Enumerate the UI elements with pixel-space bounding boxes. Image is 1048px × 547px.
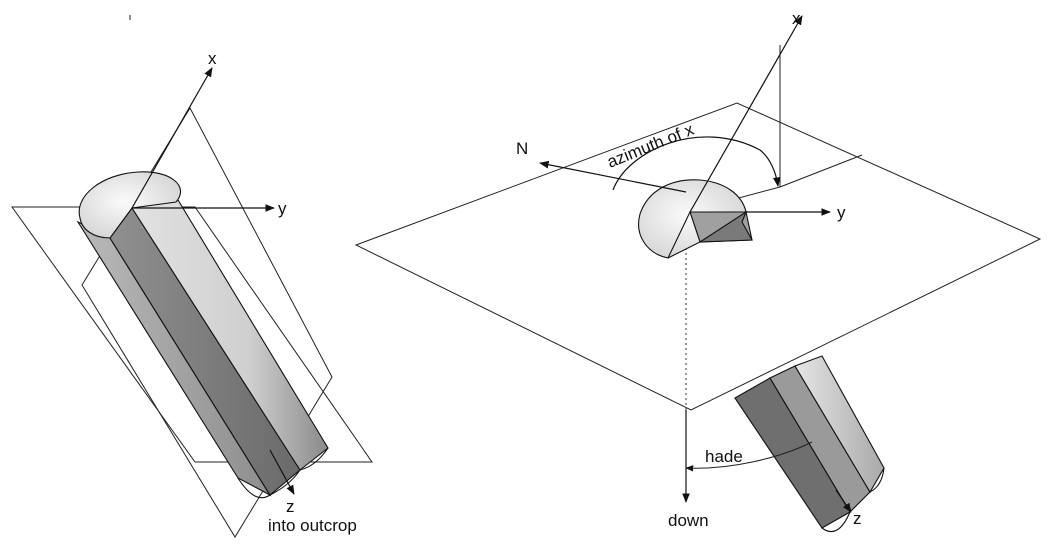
- hade-label: hade: [705, 447, 743, 466]
- left-core-end-face: [78, 171, 182, 239]
- left-z-label: z: [286, 497, 295, 516]
- azimuth-arc: [612, 136, 781, 191]
- right-horizontal-plane: [354, 102, 1042, 411]
- left-core-cylinder: [76, 171, 329, 499]
- right-y-label: y: [837, 203, 846, 222]
- right-construction-line: [779, 154, 863, 188]
- right-figure: x y N azimuth of x hade down z: [354, 9, 1042, 533]
- left-x-label: x: [208, 49, 217, 68]
- north-arrow: [539, 160, 687, 193]
- right-x-label: x: [792, 9, 801, 28]
- left-z-caption: into outcrop: [268, 516, 357, 535]
- right-core-end: [638, 179, 753, 259]
- down-label: down: [668, 511, 709, 530]
- azimuth-label: azimuth of x: [604, 120, 697, 172]
- right-z-axis-arrow: [835, 489, 852, 513]
- right-z-label: z: [853, 509, 862, 528]
- right-x-axis-arrow: [689, 15, 803, 213]
- left-x-axis-arrow: [131, 67, 213, 209]
- left-figure: x y z into outcrop: [11, 49, 373, 538]
- left-y-label: y: [278, 199, 287, 218]
- right-core-cylinder: [734, 355, 885, 533]
- left-z-axis-arrow: [269, 449, 295, 495]
- north-label: N: [516, 139, 528, 158]
- hade-arc: [685, 441, 813, 472]
